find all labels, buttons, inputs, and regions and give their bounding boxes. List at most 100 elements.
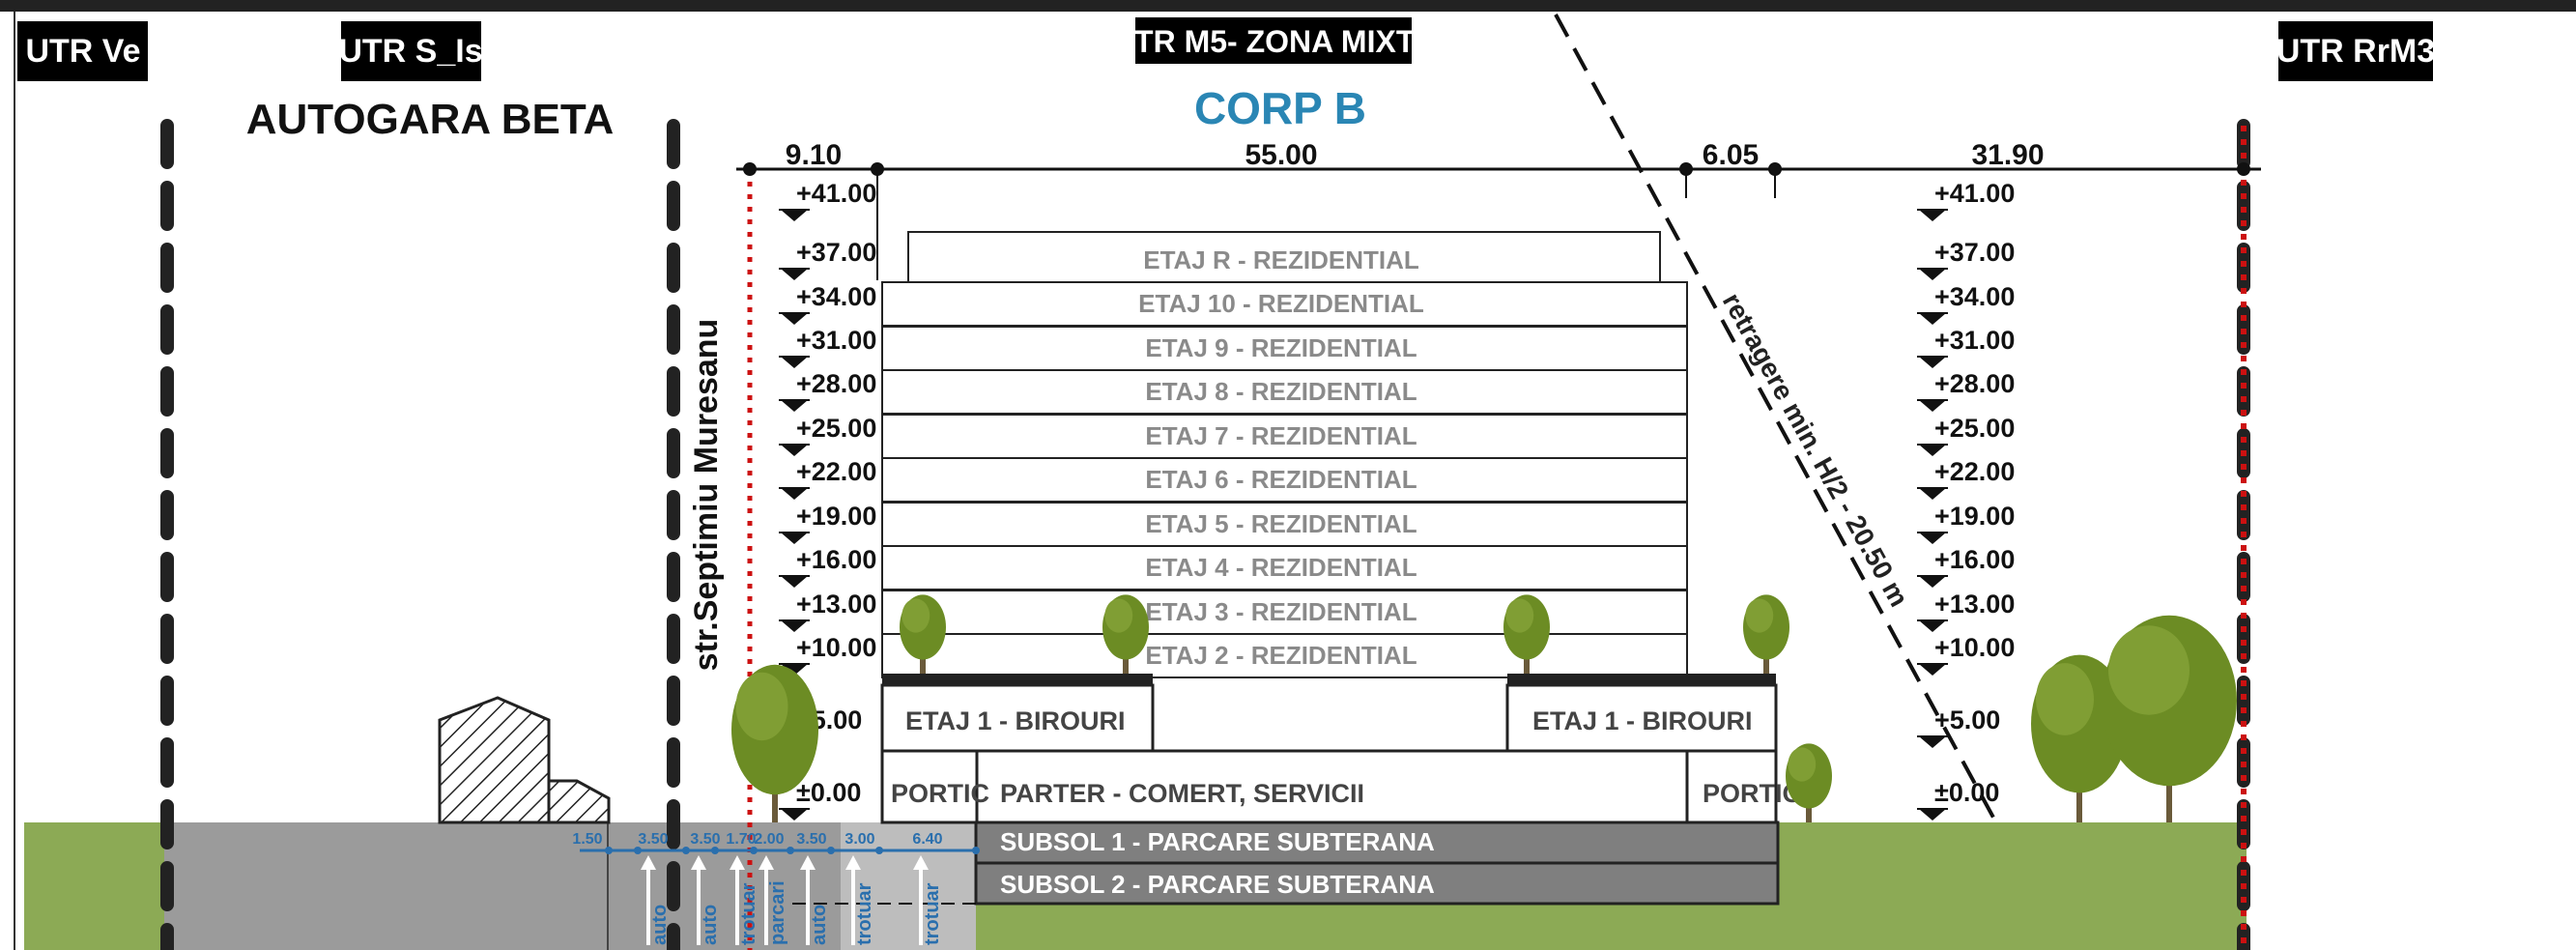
floor-box — [881, 414, 1688, 459]
level-triangle-icon — [1919, 269, 1946, 280]
neighbour-building — [438, 696, 611, 824]
level-label: +28.00 — [796, 369, 876, 398]
lane-label: auto — [649, 905, 671, 945]
lane-arrowhead-icon — [800, 855, 816, 870]
floor-box — [881, 633, 1688, 678]
street-dim-tick — [827, 847, 835, 854]
lane-label: trotuar — [922, 882, 943, 945]
tree-foliage — [735, 672, 788, 741]
level-triangle-icon — [1919, 664, 1946, 676]
street-dim-label: 3.00 — [844, 831, 874, 848]
floor-box — [881, 457, 1688, 503]
level-triangle-icon — [1919, 736, 1946, 748]
level-label: +10.00 — [796, 633, 876, 662]
level-label: +41.00 — [1934, 179, 2015, 208]
utr-ve-label: UTR Ve — [17, 21, 148, 81]
autogara-label: AUTOGARA BETA — [246, 96, 615, 143]
trees — [731, 594, 2237, 822]
etaj1-left-box — [880, 683, 1155, 753]
parter-label: PARTER - COMERT, SERVICII — [1000, 779, 1364, 808]
level-triangle-icon — [781, 313, 808, 325]
tree-foliage — [2036, 663, 2094, 735]
street-profile — [580, 849, 976, 905]
level-label: +25.00 — [1934, 414, 2015, 443]
level-label: +22.00 — [1934, 457, 2015, 486]
utr-rrm3-label: UTR RrM3 — [2276, 21, 2435, 81]
level-label: +28.00 — [1934, 369, 2015, 398]
floor-label: ETAJ 2 - REZIDENTIAL — [1145, 641, 1417, 670]
level-label: +22.00 — [796, 457, 876, 486]
street-dim-tick — [634, 847, 642, 854]
level-triangle-icon — [1919, 576, 1946, 588]
level-label: +34.00 — [796, 282, 876, 311]
etaj1-right-box — [1505, 683, 1778, 753]
lane-label: trotuar — [854, 882, 875, 945]
level-triangle-icon — [781, 210, 808, 221]
podium-roof-left — [882, 674, 1153, 685]
street-name: str.Septimiu Muresanu — [688, 319, 725, 672]
podium-roof-right — [1507, 674, 1776, 685]
floor-label: ETAJ 4 - REZIDENTIAL — [1145, 553, 1417, 582]
street-dim-tick — [875, 847, 883, 854]
floor-label: ETAJ 5 - REZIDENTIAL — [1145, 509, 1417, 538]
level-triangle-icon — [781, 357, 808, 368]
level-triangle-icon — [781, 400, 808, 412]
lane-label: parcari — [767, 880, 788, 945]
street-dim-label: 6.40 — [912, 831, 942, 848]
level-triangle-icon — [781, 488, 808, 500]
floor-box — [881, 369, 1688, 415]
level-markers-left: +41.00+37.00+34.00+31.00+28.00+25.00+22.… — [779, 179, 876, 820]
lane-label: auto — [809, 905, 830, 945]
lane-arrowhead-icon — [691, 855, 706, 870]
street-dim-tick — [682, 847, 690, 854]
svg-text:UTR S_Is: UTR S_Is — [338, 33, 482, 70]
street-dim-tick — [605, 847, 613, 854]
subsol2-label: SUBSOL 2 - PARCARE SUBTERANA — [1000, 870, 1435, 899]
tree-foliage — [1505, 598, 1534, 633]
floor-box — [881, 502, 1688, 547]
street-dim-label: 3.50 — [690, 831, 720, 848]
level-label: +5.00 — [1934, 705, 2000, 734]
level-triangle-icon — [781, 664, 808, 676]
tree-foliage — [1745, 598, 1774, 633]
dim-label: 31.90 — [1971, 139, 2044, 171]
level-label: +41.00 — [796, 179, 876, 208]
street-dim-label: 3.50 — [796, 831, 826, 848]
portic-left-label: PORTIC — [891, 779, 989, 808]
level-label: +19.00 — [796, 502, 876, 531]
level-triangle-icon — [1919, 357, 1946, 368]
level-triangle-icon — [781, 809, 808, 820]
tree-foliage — [1788, 747, 1817, 782]
svg-text:UTR RrM3: UTR RrM3 — [2276, 33, 2435, 70]
level-label: +37.00 — [1934, 238, 2015, 267]
level-triangle-icon — [1919, 400, 1946, 412]
portic-right-box — [1685, 749, 1778, 824]
street-dim-tick — [711, 847, 719, 854]
etaj1-left-label: ETAJ 1 - BIROURI — [905, 706, 1126, 735]
level-label: +25.00 — [796, 414, 876, 443]
level-triangle-icon — [1919, 533, 1946, 544]
level-label: +19.00 — [1934, 502, 2015, 531]
lane-arrowhead-icon — [641, 855, 656, 870]
street-dim-label: 2.00 — [754, 831, 784, 848]
level-triangle-icon — [781, 576, 808, 588]
top-frame-bar — [0, 0, 2576, 12]
floor-label: ETAJ 7 - REZIDENTIAL — [1145, 421, 1417, 450]
street-dim-tick — [787, 847, 794, 854]
tree-foliage — [902, 598, 930, 633]
level-triangle-icon — [1919, 620, 1946, 632]
sidewalk-section — [841, 822, 976, 950]
parter-box — [975, 749, 1689, 824]
level-triangle-icon — [1919, 488, 1946, 500]
lane-arrowhead-icon — [913, 855, 929, 870]
level-triangle-icon — [1919, 313, 1946, 325]
level-triangle-icon — [781, 620, 808, 632]
road-edge — [607, 822, 609, 950]
utr-sis-label: UTR S_Is — [338, 21, 483, 81]
level-label: +31.00 — [796, 326, 876, 355]
level-triangle-icon — [1919, 445, 1946, 456]
level-label: ±0.00 — [796, 778, 861, 807]
